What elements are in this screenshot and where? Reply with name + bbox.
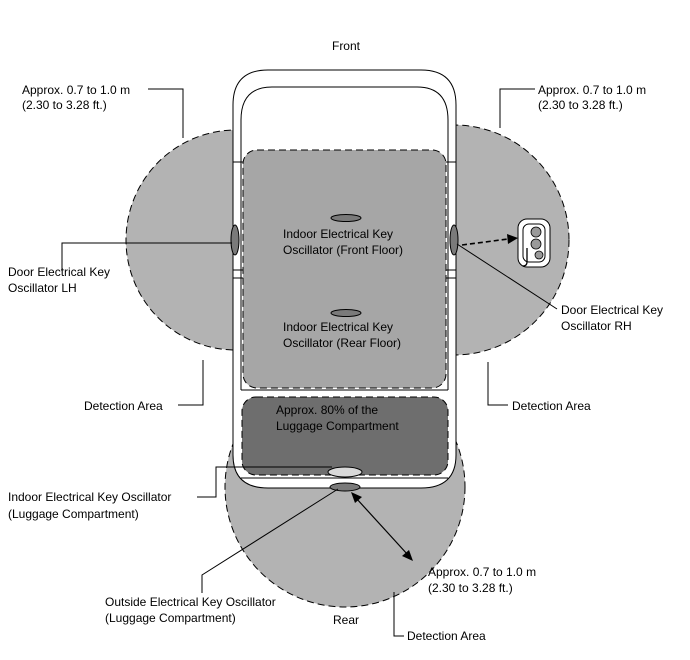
leader-detection-lh [178, 360, 204, 406]
leader-detection-rh [487, 362, 508, 406]
leader-outside-luggage [201, 488, 339, 593]
label-detection-rear: Detection Area [407, 629, 486, 643]
label-front: Front [332, 39, 361, 53]
indoor-front-oscillator [330, 214, 362, 222]
leader-range-rh [499, 88, 535, 128]
label-range-rear-2: (2.30 to 3.28 ft.) [428, 581, 513, 595]
label-indoor-front-2: Oscillator (Front Floor) [283, 243, 403, 257]
label-outside-luggage-2: (Luggage Compartment) [105, 611, 236, 625]
door-oscillator-lh [230, 224, 240, 256]
label-indoor-rear-2: Oscillator (Rear Floor) [283, 336, 401, 350]
leader-indoor-luggage [197, 466, 332, 498]
label-indoor-luggage-2: (Luggage Compartment) [8, 507, 139, 521]
outside-luggage-oscillator [329, 482, 361, 492]
indoor-luggage-oscillator [327, 466, 363, 478]
label-door-lh-2: Oscillator LH [8, 281, 77, 295]
label-door-rh-1: Door Electrical Key [561, 303, 663, 317]
leader-door-rh [456, 243, 558, 310]
label-range-lh-2: (2.30 to 3.28 ft.) [22, 98, 107, 112]
label-door-rh-2: Oscillator RH [561, 319, 632, 333]
label-luggage-area-2: Luggage Compartment [276, 419, 399, 433]
label-indoor-luggage-1: Indoor Electrical Key Oscillator [8, 490, 171, 504]
door-oscillator-rh [449, 224, 459, 256]
label-detection-lh: Detection Area [84, 399, 163, 413]
rear-range-arrow [351, 492, 413, 561]
leader-door-lh [61, 242, 232, 271]
cabin-detection-area [242, 149, 447, 389]
label-range-rh-2: (2.30 to 3.28 ft.) [538, 98, 623, 112]
leader-range-lh [148, 88, 184, 138]
label-detection-rh: Detection Area [512, 399, 591, 413]
leader-detection-rear [393, 592, 404, 637]
label-rear: Rear [333, 613, 359, 627]
label-door-lh-1: Door Electrical Key [8, 265, 110, 279]
label-range-rear-1: Approx. 0.7 to 1.0 m [428, 565, 536, 579]
electrical-key-icon [517, 218, 551, 268]
luggage-detection-area [241, 396, 449, 476]
label-luggage-area-1: Approx. 80% of the [276, 403, 378, 417]
label-range-lh-1: Approx. 0.7 to 1.0 m [22, 83, 130, 97]
label-indoor-rear-1: Indoor Electrical Key [283, 320, 393, 334]
signal-arrow [461, 234, 518, 246]
label-indoor-front-1: Indoor Electrical Key [283, 227, 393, 241]
indoor-rear-oscillator [330, 309, 362, 317]
label-range-rh-1: Approx. 0.7 to 1.0 m [538, 83, 646, 97]
label-outside-luggage-1: Outside Electrical Key Oscillator [105, 595, 276, 609]
